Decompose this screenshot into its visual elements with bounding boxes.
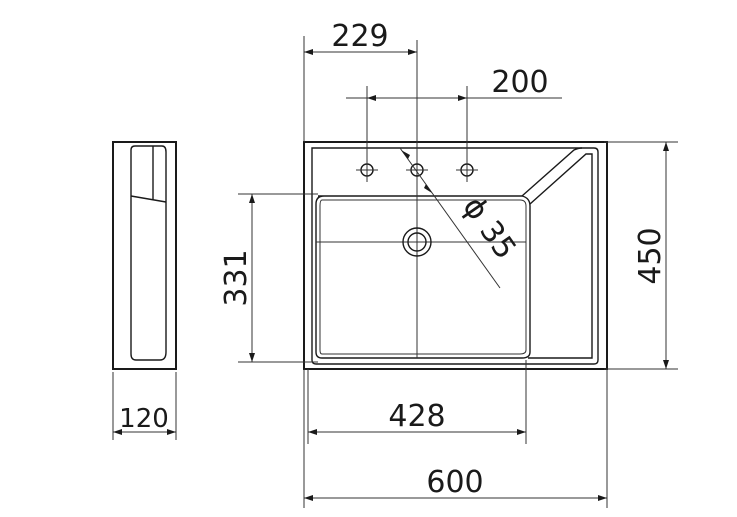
side-view: 120 bbox=[112, 141, 177, 440]
side-view-inner bbox=[130, 145, 167, 361]
basin-outer-edge bbox=[303, 141, 608, 370]
arrow-120-left bbox=[113, 429, 122, 435]
dimension-229: 229 bbox=[303, 19, 417, 142]
dim-label-basin-depth: 331 bbox=[219, 249, 254, 306]
drain-inner bbox=[407, 232, 427, 252]
basin-bowl bbox=[315, 195, 531, 359]
dim-label-overall-depth: 450 bbox=[633, 227, 668, 284]
dim-label-tap-spacing: 200 bbox=[491, 65, 548, 100]
tap-hole-left bbox=[356, 86, 378, 182]
arrow-120-right bbox=[167, 429, 176, 435]
basin-bowl-inner bbox=[319, 199, 527, 355]
tap-hole-right bbox=[456, 86, 478, 182]
dim-label-height: 120 bbox=[119, 404, 169, 434]
dimension-200: 200 bbox=[346, 65, 562, 101]
drain-outer bbox=[402, 227, 432, 257]
diameter-arrow-a bbox=[401, 150, 410, 159]
dimension-600: 600 bbox=[303, 369, 608, 508]
top-view: ϕ 35 bbox=[303, 40, 608, 370]
basin-rim bbox=[311, 147, 599, 365]
dimension-450: 450 bbox=[604, 141, 678, 370]
soap-shelf bbox=[521, 147, 593, 359]
tap-hole-center bbox=[406, 163, 428, 177]
dim-label-diameter: ϕ 35 bbox=[455, 191, 522, 266]
side-view-outer bbox=[112, 141, 177, 370]
dimension-331: 331 bbox=[219, 193, 318, 363]
diameter-leader bbox=[399, 147, 501, 289]
diameter-arrow-b bbox=[424, 184, 432, 193]
dim-label-basin-width: 428 bbox=[388, 399, 445, 434]
dim-label-overall-width: 600 bbox=[426, 465, 483, 500]
dim-label-top-offset: 229 bbox=[331, 19, 388, 54]
dimension-428: 428 bbox=[307, 360, 527, 444]
side-view-edge-line bbox=[130, 195, 167, 203]
